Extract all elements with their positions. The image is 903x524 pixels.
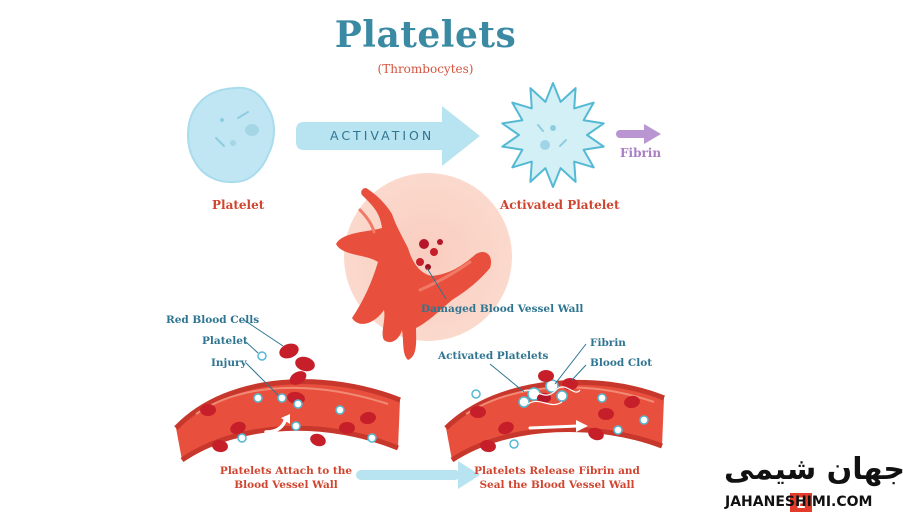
small-platelet-icon [471, 389, 481, 399]
red-blood-cell-icon [310, 433, 326, 447]
small-platelet-icon [613, 425, 623, 435]
platelet-label: Platelet [212, 198, 265, 212]
red-blood-cell-icon [212, 439, 228, 453]
right-caption-line1: Platelets Release Fibrin and [474, 465, 640, 477]
platelet-legend-icon [257, 351, 267, 361]
fibrin-label: Fibrin [620, 146, 662, 160]
logo-latin-text: JAHANESHIMI.COM [725, 494, 873, 510]
activation-arrow-label: ACTIVATION [330, 128, 435, 143]
site-logo: E [790, 493, 812, 512]
red-blood-cell-icon [279, 343, 299, 359]
left-caption: Platelets Attach to the Blood Vessel Wal… [206, 464, 366, 492]
left-caption-line1: Platelets Attach to the [219, 465, 353, 477]
right-caption-line2: Seal the Blood Vessel Wall [479, 479, 635, 491]
activated-platelet-icon [501, 82, 605, 188]
small-platelet-icon [237, 433, 247, 443]
process-arrow-icon [356, 461, 480, 489]
page-subtitle: (Thrombocytes) [377, 62, 474, 76]
injury-label: Injury [211, 357, 247, 369]
small-platelet-icon [509, 439, 519, 449]
fibrin-arrow-icon [616, 124, 661, 144]
activated-platelet-label: Activated Platelet [500, 198, 620, 212]
vessel-section-right [444, 370, 665, 463]
blood-vessel-icon [336, 173, 512, 360]
platelet-legend-label: Platelet [202, 335, 248, 347]
small-platelet-icon [335, 405, 345, 415]
red-blood-cell-icon [588, 427, 604, 441]
red-blood-cell-icon [480, 439, 496, 453]
activation-arrow-icon [296, 106, 480, 166]
red-blood-cell-icon [230, 421, 246, 435]
platelet-icon [187, 86, 275, 184]
red-blood-cell-icon [200, 404, 216, 416]
red-blood-cell-icon [624, 395, 640, 409]
small-platelet-icon [293, 399, 303, 409]
damaged-vessel-label: Damaged Blood Vessel Wall [421, 303, 584, 315]
logo-persian-text: جهان شیمی [724, 452, 903, 487]
left-caption-line2: Blood Vessel Wall [234, 479, 338, 491]
leader-lines [243, 319, 587, 397]
red-blood-cell-icon [289, 371, 307, 385]
fibrin-callout-label: Fibrin [590, 337, 626, 349]
blood-clot-label: Blood Clot [590, 357, 653, 369]
small-platelet-icon [639, 415, 649, 425]
small-platelet-icon [367, 433, 377, 443]
small-platelet-icon [291, 421, 301, 431]
small-platelet-icon [253, 393, 263, 403]
red-blood-cells-label: Red Blood Cells [166, 314, 260, 326]
svg-text:E: E [796, 496, 806, 512]
small-platelet-icon [277, 393, 287, 403]
red-blood-cell-icon [295, 356, 315, 372]
red-blood-cell-icon [598, 408, 614, 420]
red-blood-cell-icon [339, 422, 355, 434]
red-blood-cell-icon [498, 421, 514, 435]
red-blood-cell-icon [360, 411, 376, 425]
activated-platelets-label: Activated Platelets [438, 350, 549, 362]
small-platelet-icon [597, 393, 607, 403]
right-caption: Platelets Release Fibrin and Seal the Bl… [472, 464, 642, 492]
red-blood-cell-icon [470, 406, 486, 418]
page-title: Platelets [334, 14, 517, 56]
